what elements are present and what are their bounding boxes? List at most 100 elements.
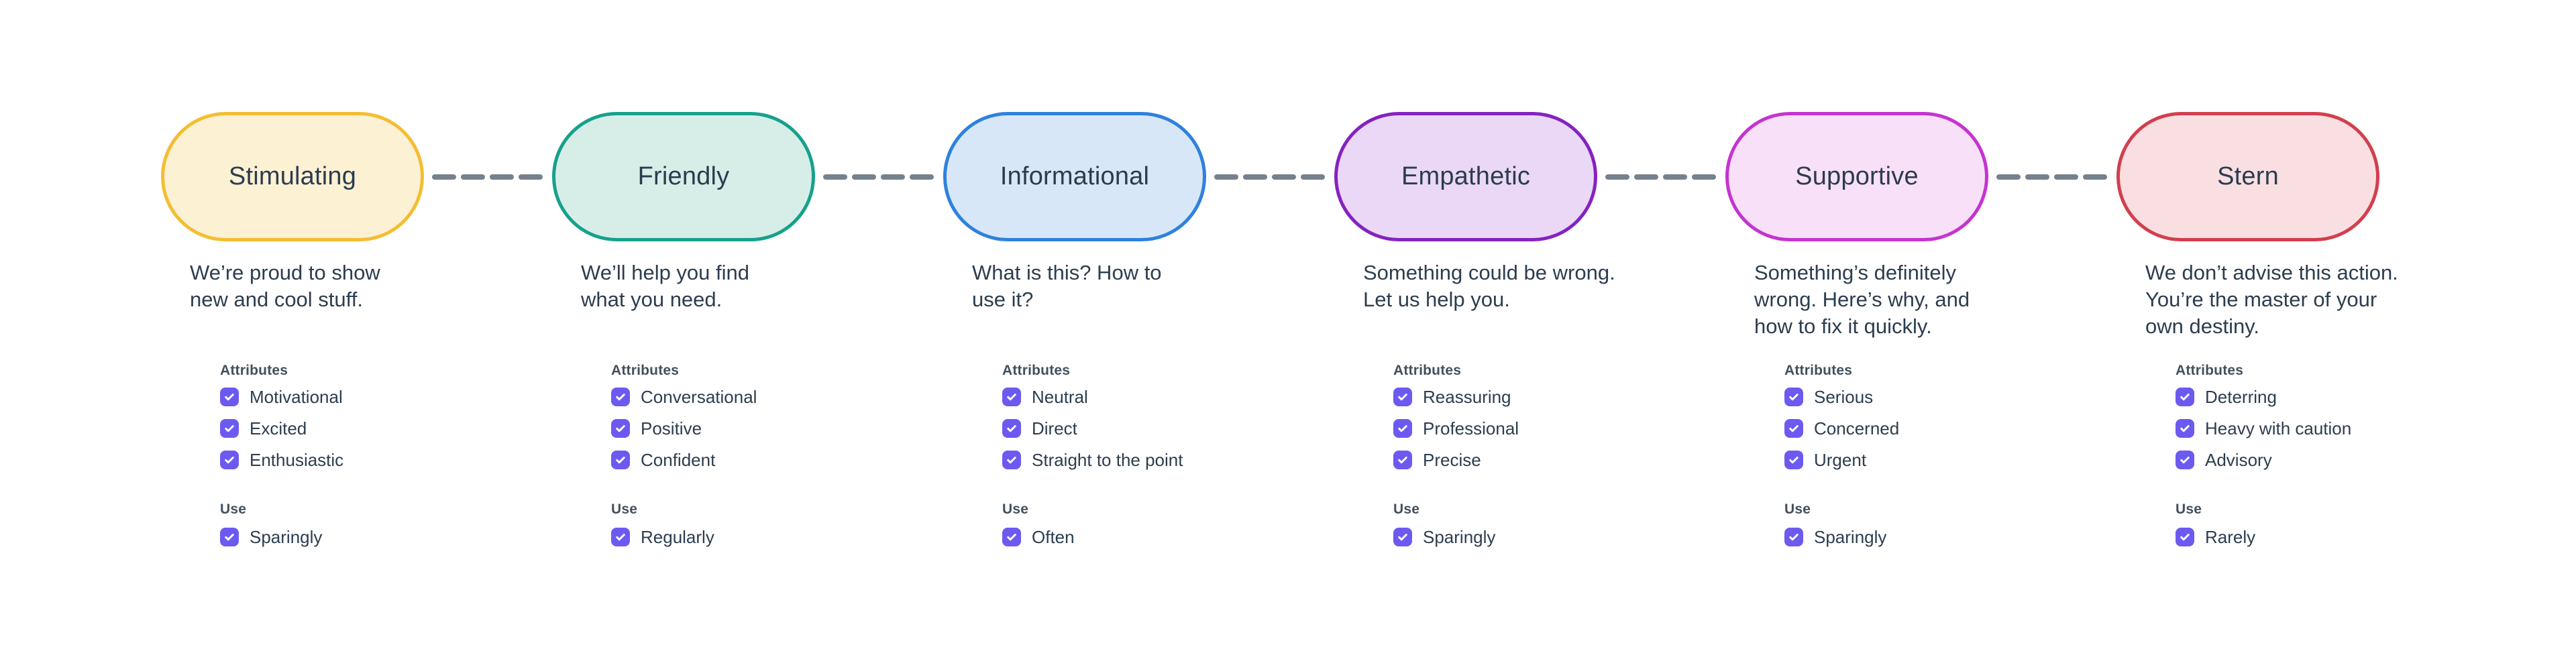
check-icon bbox=[1789, 534, 1799, 541]
description-line: We’re proud to show bbox=[190, 261, 380, 284]
use-row: Sparingly bbox=[1784, 526, 1887, 547]
check-icon bbox=[225, 425, 234, 432]
checkbox-checked[interactable] bbox=[1784, 528, 1803, 546]
checkbox-checked[interactable] bbox=[1002, 388, 1021, 406]
checkbox-checked[interactable] bbox=[1393, 388, 1412, 406]
checkbox-checked[interactable] bbox=[220, 388, 239, 406]
description-line: how to fix it quickly. bbox=[1754, 314, 1932, 338]
description-line: new and cool stuff. bbox=[190, 288, 363, 311]
attribute-row: Urgent bbox=[1784, 450, 1899, 470]
attribute-label: Serious bbox=[1814, 386, 1874, 407]
checkbox-checked[interactable] bbox=[1393, 528, 1412, 546]
use-heading: Use bbox=[2176, 501, 2202, 517]
check-icon bbox=[1007, 425, 1016, 432]
attribute-label: Concerned bbox=[1814, 418, 1900, 438]
use-heading: Use bbox=[1393, 501, 1420, 517]
checkbox-checked[interactable] bbox=[611, 451, 630, 469]
attributes-heading: Attributes bbox=[1002, 363, 1071, 378]
use-list: Sparingly bbox=[220, 526, 323, 559]
attributes-list: Deterring Heavy with caution Advisory bbox=[2176, 386, 2352, 482]
use-label: Sparingly bbox=[250, 526, 323, 547]
attributes-list: Motivational Excited Enthusiastic bbox=[220, 387, 344, 482]
use-label: Sparingly bbox=[1814, 526, 1887, 547]
attribute-row: Confident bbox=[611, 450, 757, 470]
attribute-row: Precise bbox=[1393, 449, 1519, 470]
check-icon bbox=[1789, 457, 1799, 464]
attribute-label: Conversational bbox=[641, 386, 757, 407]
checkbox-checked[interactable] bbox=[220, 419, 239, 438]
use-list: Sparingly bbox=[1784, 526, 1887, 559]
attribute-row: Neutral bbox=[1002, 386, 1183, 407]
tone-pill-empathetic: Empathetic bbox=[1334, 112, 1597, 241]
checkbox-checked[interactable] bbox=[611, 528, 630, 546]
checkbox-checked[interactable] bbox=[2176, 451, 2194, 469]
attribute-label: Deterring bbox=[2205, 386, 2277, 407]
tone-column-empathetic: Empathetic Something could be wrong. Let… bbox=[1334, 0, 1725, 649]
attribute-row: Reassuring bbox=[1393, 386, 1519, 407]
check-icon bbox=[616, 425, 625, 432]
tone-pill-friendly: Friendly bbox=[552, 112, 815, 241]
check-icon bbox=[1398, 457, 1407, 464]
dashed-connector-line bbox=[823, 174, 942, 180]
checkbox-checked[interactable] bbox=[1784, 419, 1803, 438]
tone-description: Something could be wrong. Let us help yo… bbox=[1363, 259, 1615, 313]
attributes-list: Neutral Direct Straight to the point bbox=[1002, 386, 1183, 482]
check-icon bbox=[1398, 394, 1407, 401]
use-heading: Use bbox=[1784, 501, 1811, 517]
checkbox-checked[interactable] bbox=[611, 419, 630, 438]
attributes-list: Serious Concerned Urgent bbox=[1784, 386, 1900, 482]
check-icon bbox=[616, 534, 625, 541]
tone-pill-label: Informational bbox=[1000, 162, 1150, 190]
check-icon bbox=[1789, 394, 1799, 401]
dashed-connector-line bbox=[1214, 174, 1333, 180]
attribute-row: Professional bbox=[1393, 418, 1519, 438]
checkbox-checked[interactable] bbox=[220, 528, 239, 546]
checkbox-checked[interactable] bbox=[1002, 419, 1021, 438]
attribute-row: Positive bbox=[611, 418, 757, 438]
tone-pill-label: Stern bbox=[2217, 162, 2279, 190]
checkbox-checked[interactable] bbox=[2176, 528, 2194, 546]
attributes-heading: Attributes bbox=[1784, 363, 1853, 378]
attribute-row: Enthusiastic bbox=[220, 449, 344, 470]
attribute-label: Direct bbox=[1032, 418, 1077, 438]
description-line: Something could be wrong. bbox=[1363, 261, 1615, 284]
description-line: What is this? How to bbox=[972, 261, 1162, 284]
attribute-row: Direct bbox=[1002, 418, 1183, 438]
check-icon bbox=[1007, 534, 1016, 541]
check-icon bbox=[2180, 534, 2190, 541]
attributes-heading: Attributes bbox=[220, 363, 288, 378]
checkbox-checked[interactable] bbox=[1784, 388, 1803, 406]
attribute-row: Excited bbox=[220, 418, 343, 438]
checkbox-checked[interactable] bbox=[2176, 388, 2194, 406]
attribute-label: Reassuring bbox=[1423, 386, 1511, 407]
checkbox-checked[interactable] bbox=[1393, 451, 1412, 469]
checkbox-checked[interactable] bbox=[2176, 419, 2194, 438]
tone-column-stimulating: Stimulating We’re proud to show new and … bbox=[161, 0, 552, 649]
description-line: Something’s definitely bbox=[1754, 261, 1956, 284]
attribute-label: Enthusiastic bbox=[250, 449, 344, 470]
attribute-row: Conversational bbox=[611, 386, 757, 407]
attribute-label: Positive bbox=[641, 418, 702, 438]
attribute-row: Serious bbox=[1784, 386, 1899, 407]
attribute-label: Precise bbox=[1423, 449, 1481, 470]
checkbox-checked[interactable] bbox=[1784, 451, 1803, 469]
attribute-row: Concerned bbox=[1784, 418, 1900, 438]
tone-pill-label: Stimulating bbox=[228, 162, 357, 190]
tone-column-supportive: Supportive Something’s definitely wrong.… bbox=[1725, 0, 2116, 649]
attribute-label: Advisory bbox=[2205, 449, 2272, 470]
attribute-label: Excited bbox=[250, 418, 307, 438]
checkbox-checked[interactable] bbox=[1393, 419, 1412, 438]
dashed-connector-line bbox=[432, 174, 551, 180]
attribute-label: Neutral bbox=[1032, 386, 1088, 407]
attribute-label: Heavy with caution bbox=[2205, 418, 2352, 438]
checkbox-checked[interactable] bbox=[1002, 451, 1021, 469]
checkbox-checked[interactable] bbox=[220, 451, 239, 469]
attribute-row: Deterring bbox=[2176, 386, 2351, 407]
checkbox-checked[interactable] bbox=[1002, 528, 1021, 546]
use-row: Rarely bbox=[2176, 527, 2255, 547]
attributes-heading: Attributes bbox=[1393, 363, 1462, 378]
check-icon bbox=[616, 457, 625, 464]
tone-column-friendly: Friendly We’ll help you find what you ne… bbox=[552, 0, 943, 649]
checkbox-checked[interactable] bbox=[611, 388, 630, 406]
tone-pill-label: Supportive bbox=[1795, 162, 1919, 190]
